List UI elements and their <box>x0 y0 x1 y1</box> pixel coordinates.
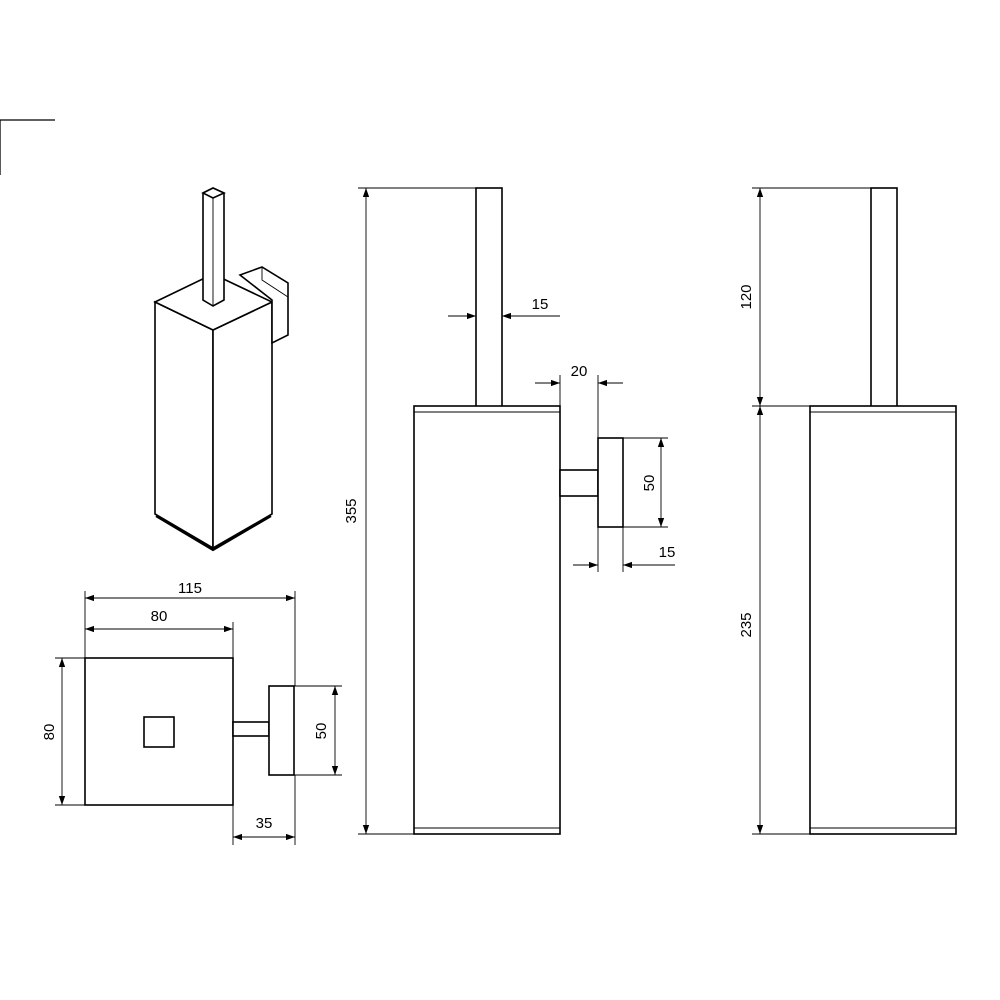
side-view: 120 235 <box>738 187 957 835</box>
top-view: 115 80 80 50 35 <box>41 580 342 845</box>
brush-handle-front <box>475 187 503 409</box>
dim-35: 35 <box>256 815 273 832</box>
dim-235: 235 <box>738 612 755 637</box>
dim-120: 120 <box>738 284 755 309</box>
handle-top-square <box>143 716 175 748</box>
bracket-arm-front <box>559 469 599 497</box>
bracket-arm-top <box>232 721 270 737</box>
holder-body-side <box>809 405 957 835</box>
front-view: 355 15 20 50 15 <box>343 187 676 835</box>
dim-80-width: 80 <box>151 608 168 625</box>
dim-50-top: 50 <box>313 723 330 740</box>
brush-handle-side <box>870 187 898 409</box>
isometric-view <box>153 187 289 552</box>
holder-body-front <box>413 405 561 835</box>
dim-355: 355 <box>343 498 360 523</box>
frame-corner-mark <box>0 119 55 175</box>
dim-15-plate: 15 <box>659 544 676 561</box>
dim-15-handle: 15 <box>532 296 549 313</box>
dim-50-front: 50 <box>641 475 658 492</box>
dim-115: 115 <box>178 580 202 597</box>
wall-plate-top <box>268 685 295 776</box>
wall-plate-front <box>597 437 624 528</box>
dim-80-depth: 80 <box>41 724 58 741</box>
dim-20: 20 <box>571 363 588 380</box>
